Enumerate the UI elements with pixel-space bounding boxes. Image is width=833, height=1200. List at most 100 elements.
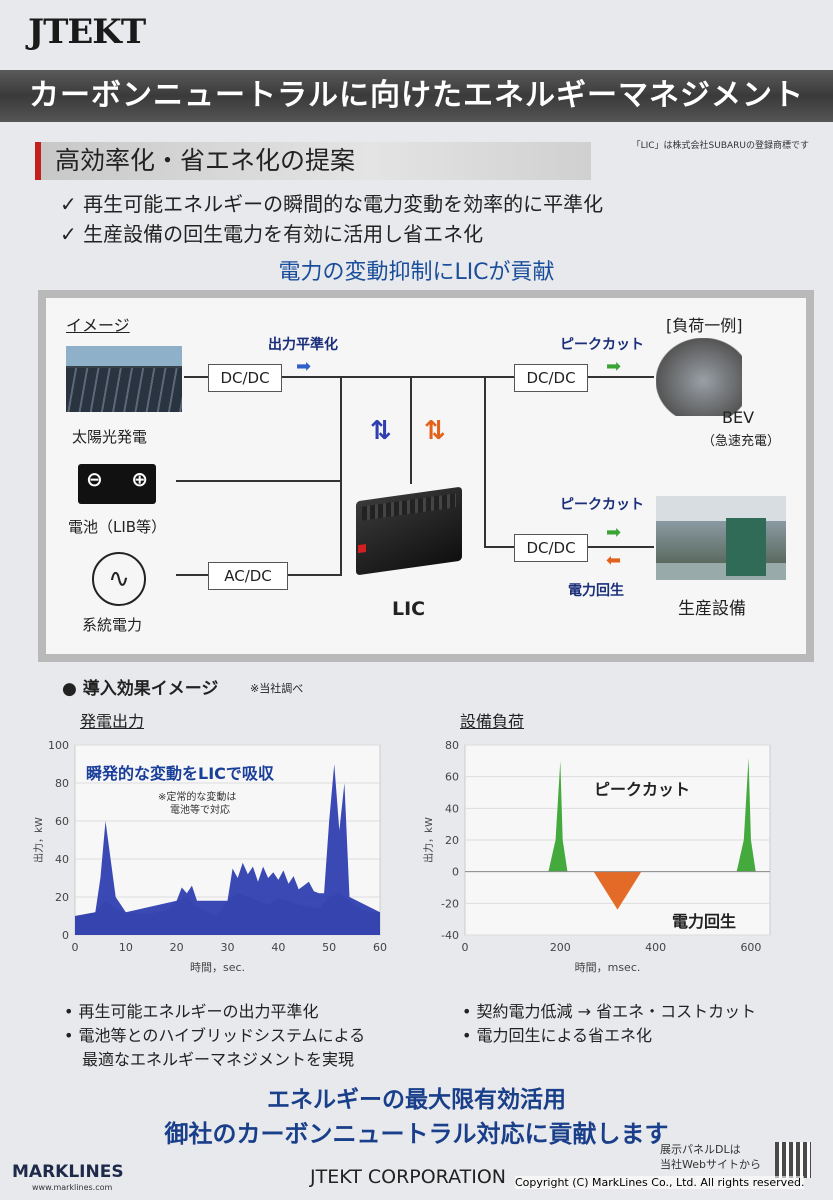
wire	[176, 574, 208, 576]
wire	[484, 376, 486, 546]
right-chart-title: 設備負荷	[460, 712, 525, 731]
lic-label: LIC	[392, 598, 426, 620]
x-tick-label: 10	[119, 941, 133, 954]
solar-panel-image	[66, 346, 182, 412]
battery-label: 電池（LIB等）	[68, 518, 167, 536]
grid-label: 系統電力	[82, 616, 143, 634]
production-equipment-image	[656, 496, 786, 580]
y-axis-label: 出力，kW	[422, 817, 435, 863]
effect-heading: ● 導入効果イメージ	[62, 679, 219, 699]
lead-text-1: エネルギーの最大限有効活用	[267, 1087, 566, 1113]
left-chart-note-1: ※定常的な変動は	[158, 792, 237, 803]
left-bullet-3: 最適なエネルギーマネジメントを実現	[82, 1050, 355, 1069]
y-tick-label: 20	[55, 891, 69, 904]
peak-cut-label-1: ピークカット	[560, 337, 644, 353]
wire	[286, 574, 342, 576]
check-item-1: ✓ 再生可能エネルギーの瞬間的な電力変動を効率的に平準化	[60, 192, 604, 216]
download-note-line-2: 当社Webサイトから	[660, 1158, 761, 1171]
y-tick-label: -40	[441, 929, 459, 942]
x-axis-label: 時間，msec.	[575, 961, 641, 974]
wire	[340, 376, 342, 576]
x-tick-label: 50	[322, 941, 336, 954]
title-bar: カーボンニュートラルに向けたエネルギーマネジメント	[0, 70, 833, 122]
y-tick-label: 0	[452, 866, 459, 879]
trademark-note: 「LIC」は株式会社SUBARUの登録商標です	[631, 141, 809, 151]
arrow-right-icon: ➡	[296, 356, 312, 377]
x-tick-label: 600	[740, 941, 761, 954]
y-tick-label: 60	[445, 771, 459, 784]
x-tick-label: 60	[373, 941, 387, 954]
x-tick-label: 400	[645, 941, 666, 954]
bidirectional-arrow-icon: ⇅	[424, 416, 446, 446]
series-area-1	[593, 871, 642, 910]
lead-text-2: 御社のカーボンニュートラル対応に貢献します	[164, 1120, 669, 1148]
right-chart-peak-annotation: ピークカット	[594, 780, 691, 799]
series-area-1	[75, 764, 380, 935]
right-chart-regen-annotation: 電力回生	[672, 912, 737, 931]
x-axis-label: 時間，sec.	[190, 961, 245, 974]
power-output-chart: 0 20 40 60 80 100 0 10 20 30 40 50 60 時間，sec. 出力，kW	[32, 739, 387, 974]
bev-car-image	[656, 338, 742, 416]
wire	[410, 376, 412, 484]
wire	[184, 376, 210, 378]
marklines-url[interactable]: www.marklines.com	[32, 1183, 113, 1192]
left-bullet-2: • 電池等とのハイブリッドシステムによる	[64, 1026, 366, 1045]
jtekt-logo: JTEKT	[28, 12, 146, 52]
ac-grid-icon: ∿	[92, 552, 146, 606]
copyright-text: Copyright (C) MarkLines Co., Ltd. All ri…	[515, 1176, 805, 1189]
y-tick-label: 100	[48, 739, 69, 752]
left-chart-annotation: 瞬発的な変動をLICで吸収	[86, 764, 274, 783]
y-tick-label: 40	[55, 853, 69, 866]
solar-label: 太陽光発電	[72, 428, 148, 446]
output-smoothing-label: 出力平準化	[268, 337, 338, 353]
lic-contribution-heading: 電力の変動抑制にLICが貢献	[278, 260, 555, 285]
lic-module-image	[356, 486, 462, 576]
arrow-right-icon: ➡	[606, 356, 622, 377]
left-bullet-1: • 再生可能エネルギーの出力平準化	[64, 1002, 319, 1021]
section-heading-text: 高効率化・省エネ化の提案	[55, 146, 356, 175]
left-chart-title: 発電出力	[80, 712, 145, 731]
corporation-name: JTEKT CORPORATION	[310, 1166, 507, 1188]
check-item-2: ✓ 生産設備の回生電力を有効に活用し省エネ化	[60, 222, 484, 246]
wire	[586, 546, 654, 548]
wire	[176, 480, 340, 482]
y-tick-label: 80	[55, 777, 69, 790]
y-tick-label: -20	[441, 897, 459, 910]
production-label: 生産設備	[678, 599, 746, 619]
wire	[484, 546, 514, 548]
section-heading: 高効率化・省エネ化の提案	[35, 142, 591, 180]
right-bullet-2: • 電力回生による省エネ化	[462, 1026, 653, 1045]
qr-code-icon[interactable]	[775, 1142, 811, 1178]
y-axis-label: 出力，kW	[32, 817, 45, 863]
page-title: カーボンニュートラルに向けたエネルギーマネジメント	[29, 78, 804, 113]
y-tick-label: 20	[445, 834, 459, 847]
battery-icon: ⊖ ⊕	[78, 464, 156, 504]
dcdc-converter-3: DC/DC	[514, 534, 588, 562]
dcdc-converter-1: DC/DC	[208, 364, 282, 392]
arrow-left-icon: ⬅	[606, 550, 622, 571]
system-diagram: イメージ [負荷一例] 太陽光発電 ⊖ ⊕ 電池（LIB等） ∿ 系統電力 DC…	[38, 290, 814, 662]
load-example-label: [負荷一例]	[666, 316, 743, 335]
image-label: イメージ	[66, 316, 130, 335]
regen-label: 電力回生	[568, 583, 624, 599]
arrow-right-icon: ➡	[606, 522, 622, 543]
bev-label: BEV	[722, 408, 755, 427]
y-tick-label: 40	[445, 802, 459, 815]
effect-note: ※当社調べ	[250, 682, 304, 695]
download-note: 展示パネルDLは 当社Webサイトから	[660, 1142, 761, 1172]
x-tick-label: 40	[271, 941, 285, 954]
y-tick-label: 60	[55, 815, 69, 828]
dcdc-converter-2: DC/DC	[514, 364, 588, 392]
peak-cut-label-2: ピークカット	[560, 497, 644, 513]
x-tick-label: 0	[72, 941, 79, 954]
x-tick-label: 30	[221, 941, 235, 954]
bidirectional-arrow-icon: ⇅	[370, 416, 392, 446]
download-note-line-1: 展示パネルDLは	[660, 1143, 741, 1156]
acdc-converter: AC/DC	[208, 562, 288, 590]
x-tick-label: 20	[170, 941, 184, 954]
right-bullet-1: • 契約電力低減 → 省エネ・コストカット	[462, 1002, 757, 1021]
bev-sub-label: （急速充電）	[702, 434, 781, 449]
wire	[280, 376, 516, 378]
y-tick-label: 0	[62, 929, 69, 942]
marklines-logo: MARKLINES	[12, 1162, 124, 1182]
